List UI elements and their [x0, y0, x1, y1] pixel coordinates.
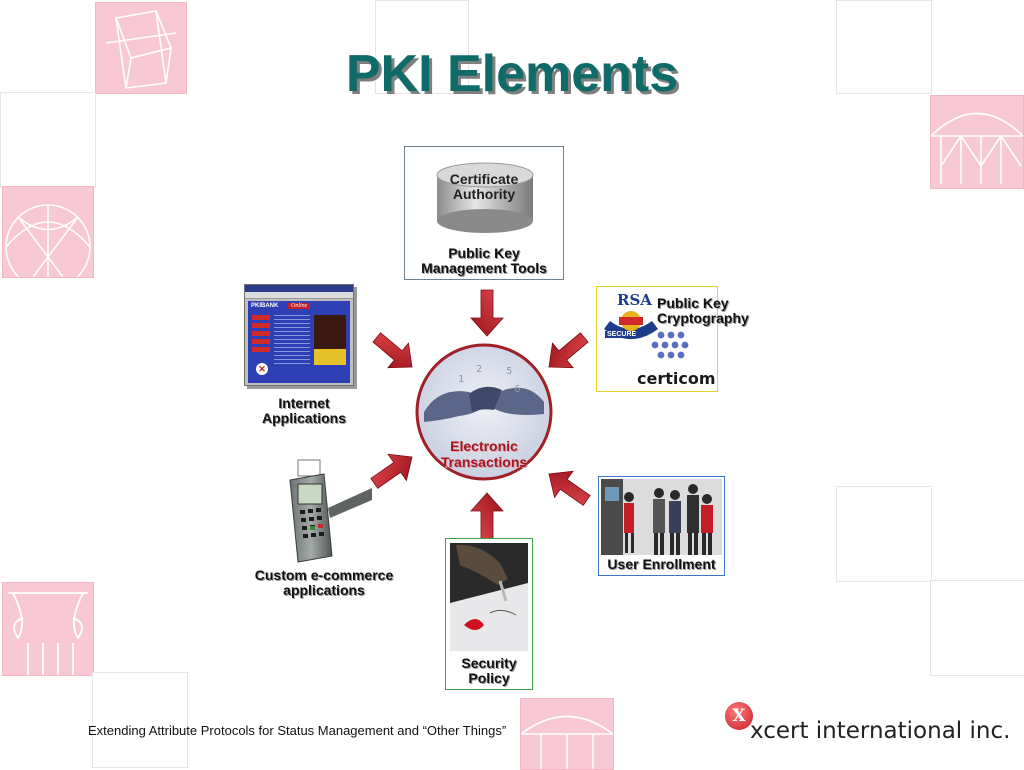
node-public-key-cryptography: RSA SECURE Public Key Cryptography certi…: [596, 286, 749, 392]
bg-tile: [836, 486, 932, 582]
certicom-logo-text: certicom: [637, 369, 716, 388]
card-terminal-icon: [289, 459, 372, 563]
node-internet-applications: PKIBANK Online ✕: [244, 284, 356, 388]
bg-tile-cube: [95, 2, 187, 94]
xcert-logo-icon: X: [725, 702, 753, 730]
ca-cylinder-line1: Certificate: [449, 171, 519, 187]
bg-tile: [0, 92, 96, 188]
browser-sub: Online: [288, 303, 311, 309]
center-label-line1: Electronic: [450, 438, 518, 454]
bg-tile: [930, 580, 1024, 676]
policy-label-line2: Policy: [468, 670, 510, 686]
svg-text:6: 6: [514, 384, 520, 395]
bg-tile-bridge: [930, 95, 1024, 189]
bg-tile-column: [2, 582, 94, 676]
certicom-dots-icon: [651, 331, 689, 359]
svg-text:5: 5: [506, 366, 512, 377]
ca-label-line2: Management Tools: [421, 260, 547, 276]
browser-brand: PKIBANK: [251, 303, 279, 309]
bg-tile: [836, 0, 932, 94]
rsa-logo-text: RSA: [617, 291, 652, 309]
xcert-logo-letter: X: [732, 706, 746, 726]
node-security-policy: Security Policy: [445, 538, 533, 690]
secure-logo-text: SECURE: [605, 331, 639, 338]
page-title: PKI Elements: [345, 45, 679, 103]
browser-window-image: PKIBANK Online ✕: [244, 284, 354, 386]
arrow-from-ca: [470, 289, 504, 337]
enrollment-label: User Enrollment: [607, 556, 716, 572]
xcert-small-icon: ✕: [256, 363, 268, 375]
ecommerce-label-line1: Custom e-commerce: [254, 567, 394, 583]
internet-label-line2: Applications: [261, 410, 346, 426]
ecommerce-label-line2: applications: [283, 582, 365, 598]
company-logo-text: xcert international inc.: [750, 718, 1011, 744]
node-public-key-management-tools: Certificate Authority Public Key Managem…: [404, 146, 564, 280]
svg-text:1: 1: [458, 374, 464, 385]
ca-label-line1: Public Key: [448, 245, 520, 261]
signing-document-image: [450, 543, 528, 651]
bg-tile: [375, 0, 469, 94]
rsa-secure-logo: [604, 293, 658, 339]
footer-text: Extending Attribute Protocols for Status…: [88, 723, 507, 738]
database-cylinder-icon: [436, 162, 534, 233]
node-user-enrollment: User Enrollment: [598, 476, 725, 576]
policy-label-line1: Security: [461, 655, 517, 671]
svg-text:2: 2: [476, 364, 482, 375]
center-label-line2: Transactions: [440, 454, 528, 470]
handshake-icon: 2 56 1: [415, 343, 553, 481]
internet-label-line1: Internet: [278, 395, 330, 411]
bg-tile-dome: [2, 186, 94, 278]
crypto-label-line2: Cryptography: [657, 310, 749, 326]
bg-tile-bridge-small: [520, 698, 614, 770]
bg-tile: [92, 672, 188, 768]
arrow-from-policy: [470, 492, 504, 540]
crypto-label-line1: Public Key: [657, 295, 729, 311]
ca-cylinder-line2: Authority: [452, 186, 516, 202]
people-at-atm-image: [601, 479, 722, 555]
